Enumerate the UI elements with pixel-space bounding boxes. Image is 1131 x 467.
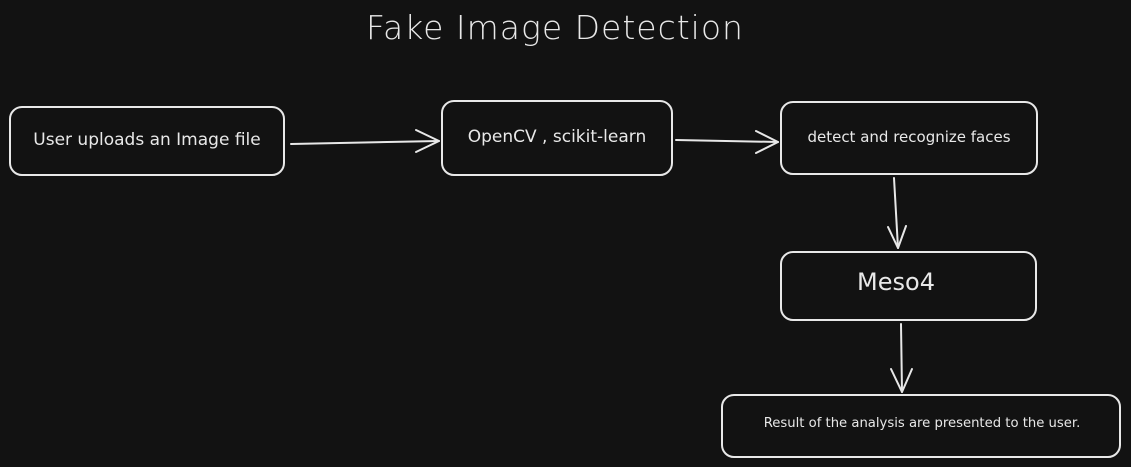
node-box-libraries[interactable] xyxy=(441,100,673,176)
node-label-upload: User uploads an Image file xyxy=(33,130,261,151)
node-box-upload[interactable] xyxy=(9,106,285,176)
node-box-model[interactable] xyxy=(780,251,1037,321)
arrow-upload-to-libraries xyxy=(290,129,440,153)
node-box-result[interactable] xyxy=(721,394,1121,458)
node-box-detect[interactable] xyxy=(780,101,1038,175)
node-label-detect: detect and recognize faces xyxy=(807,128,1011,147)
node-label-model: Meso4 xyxy=(857,268,935,297)
arrow-detect-to-model xyxy=(887,177,907,249)
diagram-title: Fake Image Detection xyxy=(366,8,744,47)
node-label-result: Result of the analysis are presented to … xyxy=(763,416,1081,432)
arrow-model-to-result xyxy=(890,323,913,393)
node-label-libraries: OpenCV , scikit-learn xyxy=(467,127,647,148)
arrow-libraries-to-detect xyxy=(675,130,779,154)
